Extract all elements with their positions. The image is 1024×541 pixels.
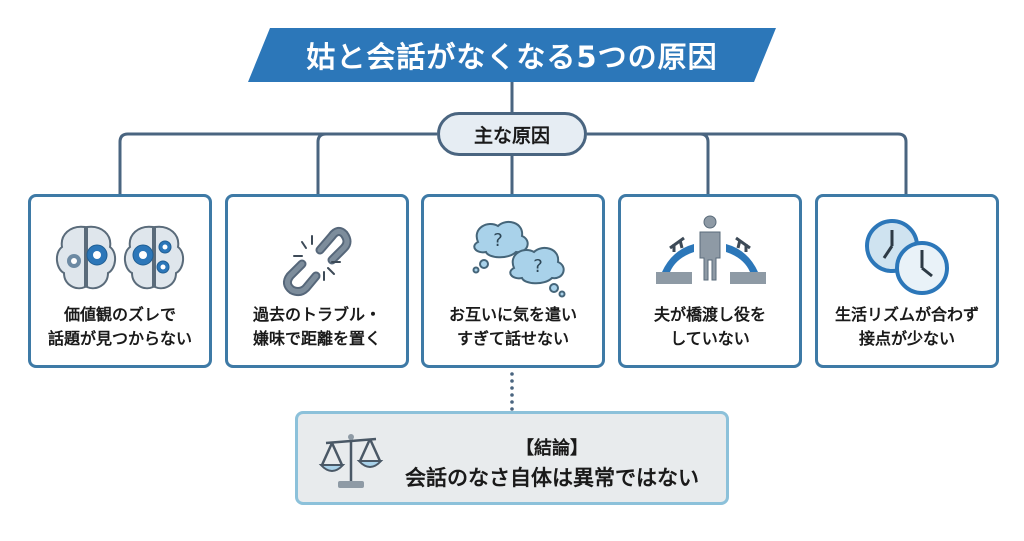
two-clocks-icon: [818, 209, 996, 305]
cause-label-line2: 接点が少ない: [858, 329, 955, 348]
cause-card-4: 夫が橋渡し役を していない: [618, 194, 802, 368]
cause-label-line1: 過去のトラブル・: [252, 305, 381, 324]
conclusion-heading: 【結論】: [516, 438, 588, 459]
conclusion-box: 【結論】 会話のなさ自体は異常ではない: [295, 411, 729, 505]
conclusion-text: 会話のなさ自体は異常ではない: [405, 466, 699, 490]
cause-label-line1: 夫が橋渡し役を: [653, 305, 766, 324]
scales-icon: [318, 429, 384, 495]
hub-label: 主な原因: [473, 124, 550, 147]
cause-label-line1: 価値観のズレで: [63, 305, 176, 324]
thought-bubbles-question-icon: ? ?: [424, 209, 602, 305]
cause-label-line1: 生活リズムが合わず: [834, 305, 979, 324]
cause-label-line2: 話題が見つからない: [47, 329, 192, 348]
page-title: 姑と会話がなくなる5つの原因: [306, 40, 718, 74]
cause-label-line2: 嫌味で距離を置く: [252, 329, 381, 348]
hub-to-card-1-line: [118, 132, 437, 194]
title-banner-shape: [248, 28, 776, 82]
hub-to-card-4-line: [587, 132, 710, 194]
dotted-connector: [510, 372, 514, 411]
svg-text:?: ?: [493, 230, 503, 251]
cause-card-2: 過去のトラブル・ 嫌味で距離を置く: [225, 194, 409, 368]
brain-gears-icon: [31, 209, 209, 305]
title-banner: 姑と会話がなくなる5つの原因: [248, 28, 776, 82]
hub-to-card-5-line: [587, 132, 908, 194]
svg-text:?: ?: [533, 256, 543, 277]
cause-label-line2: していない: [670, 329, 750, 348]
cause-label-line2: すぎて話せない: [456, 329, 569, 348]
cause-card-1: 価値観のズレで 話題が見つからない: [28, 194, 212, 368]
broken-bridge-person-icon: [621, 209, 799, 305]
cause-label-line1: お互いに気を遣い: [448, 305, 577, 324]
hub-node: 主な原因: [437, 112, 587, 156]
hub-to-card-2-line: [316, 132, 437, 194]
cause-card-5: 生活リズムが合わず 接点が少ない: [815, 194, 999, 368]
cause-card-3: ? ? お互いに気を遣い すぎて話せない: [421, 194, 605, 368]
broken-chain-icon: [228, 209, 406, 305]
